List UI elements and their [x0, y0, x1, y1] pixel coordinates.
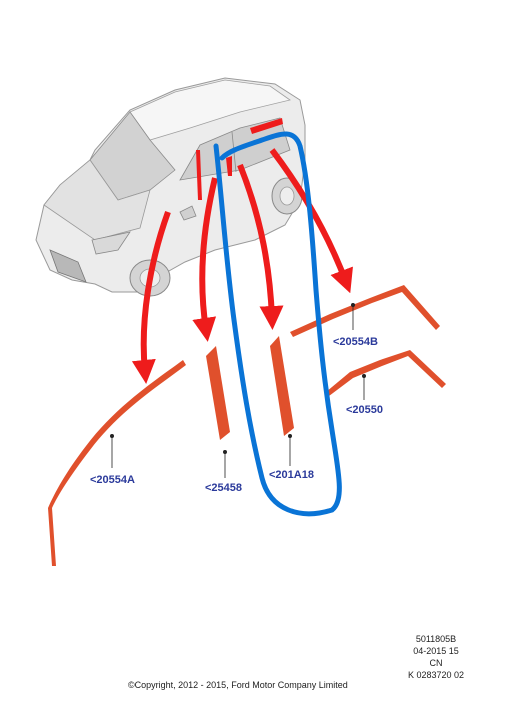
car-headlight — [91, 231, 131, 255]
part-20554B — [290, 285, 440, 337]
diagram-region: CN — [429, 658, 443, 668]
part-20550 — [326, 350, 446, 396]
car-roof — [129, 79, 291, 141]
label-20554A: <20554A — [90, 474, 135, 486]
arrow-to-201A18 — [237, 163, 284, 330]
arrow-to-20554B — [269, 148, 353, 294]
car-part-marker — [196, 150, 202, 200]
car-part-marker — [250, 118, 283, 134]
car-mirror — [179, 205, 197, 221]
parts — [48, 285, 446, 566]
part-labels: <20554A <25458 <201A18 <20554B <20550 — [90, 336, 383, 494]
arrow-to-25458 — [192, 177, 218, 342]
diagram-code: K 0283720 02 — [407, 670, 465, 680]
label-20554B: <20554B — [333, 336, 378, 348]
copyright-notice: ©Copyright, 2012 - 2015, Ford Motor Comp… — [128, 680, 348, 690]
diagram-metadata: 5011805B 04-2015 15 CN K 0283720 02 — [395, 633, 477, 681]
label-25458: <25458 — [205, 482, 242, 494]
diagram-date: 04-2015 15 — [413, 646, 459, 656]
car-grille — [49, 249, 87, 283]
part-20554A — [48, 360, 186, 566]
part-25458 — [206, 346, 230, 440]
leader-lines — [110, 302, 366, 478]
part-201A18 — [270, 336, 294, 436]
arrow-to-20554A — [131, 210, 171, 384]
car-part-marker — [226, 156, 232, 176]
blue-highlight-loop — [213, 131, 342, 517]
label-201A18: <201A18 — [269, 469, 314, 481]
diagram-number: 5011805B — [415, 634, 457, 644]
red-arrows — [131, 148, 353, 384]
label-20550: <20550 — [346, 404, 383, 416]
